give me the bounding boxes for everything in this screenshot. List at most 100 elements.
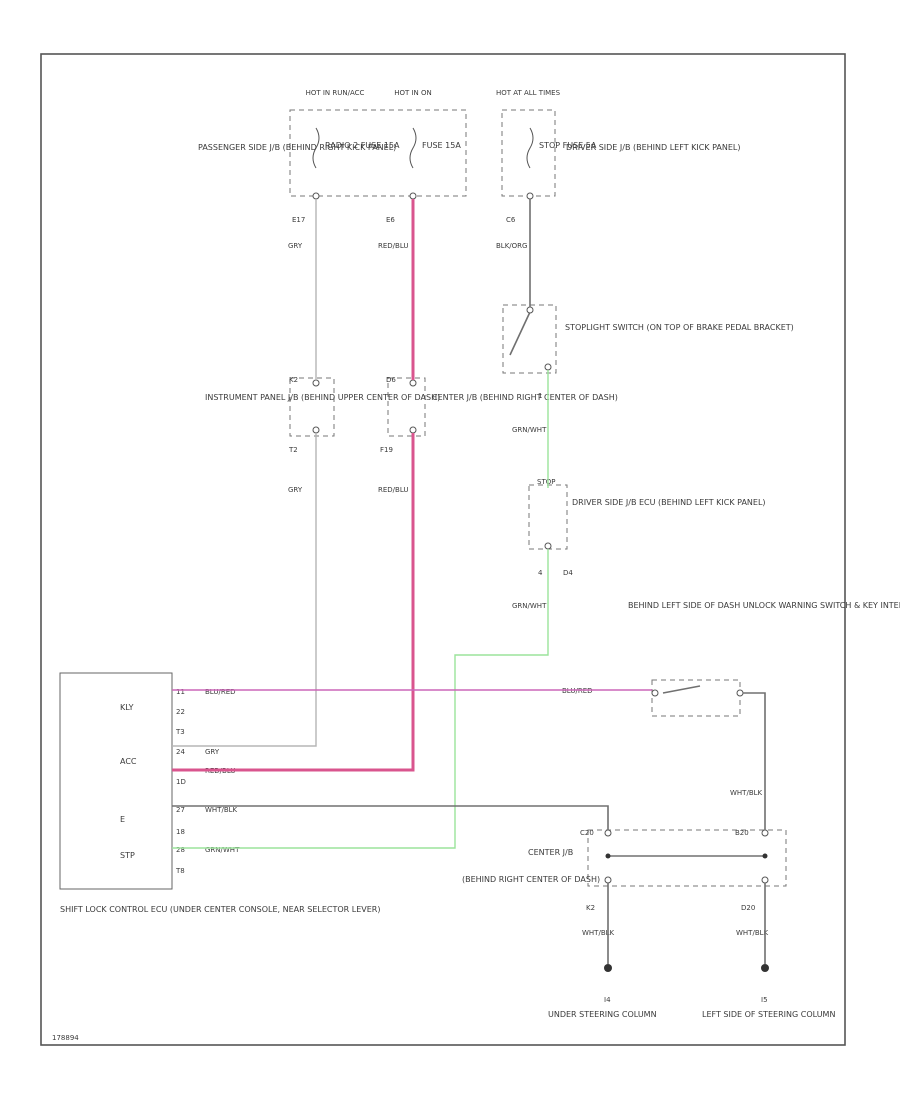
stop-fuse-symbol [526, 127, 534, 169]
pin-k2 [312, 379, 320, 387]
pin-k2-lower [604, 876, 612, 884]
wire-gry [172, 199, 317, 747]
stoplight-switch-box [502, 304, 557, 374]
ecu-term-27: 27 [176, 806, 185, 814]
ecu-pin-acc: ACC [120, 757, 137, 766]
unlock-pin-left [651, 689, 659, 697]
conn-d20: D20 [741, 904, 755, 912]
diagram-frame [40, 53, 846, 1046]
wire-label-whtblk-4: WHT/BLK [736, 929, 769, 937]
wire-label-blured-2: BLU/RED [562, 687, 593, 695]
conn-e6: E6 [386, 216, 395, 224]
bus-node-right [762, 853, 768, 859]
pin-d6 [409, 379, 417, 387]
ecu-pin-kly: KLY [120, 703, 134, 712]
ecu-term-18: 18 [176, 828, 185, 836]
center-jb-lower-loc: (BEHIND RIGHT CENTER OF DASH) [462, 875, 600, 884]
unlock-pin-right [736, 689, 744, 697]
pin-c20 [604, 829, 612, 837]
pin-f19 [409, 426, 417, 434]
ecu-term-11: 11 [176, 688, 185, 696]
unlock-switch-label: BEHIND LEFT SIDE OF DASH UNLOCK WARNING … [628, 601, 900, 610]
wire-label-gry-1: GRY [288, 242, 303, 250]
stoplight-pin-bottom [544, 363, 552, 371]
hot-on-label: HOT IN ON [394, 89, 432, 97]
center-jb-box [387, 377, 426, 437]
wire-label-blured-1: BLU/RED [205, 688, 236, 696]
wire-wht-blk-left [172, 805, 609, 964]
driver-jb-ecu-box [528, 484, 568, 550]
ecu-term-24: 24 [176, 748, 185, 756]
driver-jb-box [501, 109, 556, 197]
fuse-b-symbol [409, 127, 417, 169]
stoplight-pin-top [526, 306, 534, 314]
ecu-label: SHIFT LOCK CONTROL ECU (UNDER CENTER CON… [60, 905, 380, 914]
ecu-term-t3: T3 [175, 728, 185, 736]
ground-i5-symbol [761, 964, 769, 972]
pin-d4 [544, 542, 552, 550]
driver-jb-label: DRIVER SIDE J/B (BEHIND LEFT KICK PANEL) [566, 143, 741, 152]
conn-e17: E17 [292, 216, 305, 224]
wire-label-whtblk-2: WHT/BLK [730, 789, 763, 797]
wire-label-grnwht-2: GRN/WHT [512, 602, 547, 610]
conn-k2: K2 [289, 376, 298, 384]
footer-code: 178894 [52, 1034, 79, 1042]
conn-c20: C20 [580, 829, 594, 837]
ground-i4-label: UNDER STEERING COLUMN [548, 1010, 657, 1019]
ground-i4-symbol [604, 964, 612, 972]
shift-lock-ecu-box [59, 672, 173, 890]
ecu-pin-e: E [120, 815, 125, 824]
ecu-term-t8: T8 [175, 867, 185, 875]
instrument-jb-box [289, 377, 335, 437]
conn-d6: D6 [386, 376, 396, 384]
ecu-pin-stp: STP [120, 851, 135, 860]
wire-label-gry-2: GRY [288, 486, 303, 494]
wire-grn-wht [172, 370, 549, 849]
pin-e6 [409, 192, 417, 200]
wire-label-blkorg: BLK/ORG [496, 242, 527, 250]
hot-always-label: HOT AT ALL TIMES [496, 89, 561, 97]
conn-k2-lower: K2 [586, 904, 595, 912]
ecu-term-22: 22 [176, 708, 185, 716]
conn-b20: B20 [735, 829, 749, 837]
wire-red-blu [172, 199, 415, 772]
unlock-switch-box [651, 679, 741, 717]
stoplight-label: STOPLIGHT SWITCH (ON TOP OF BRAKE PEDAL … [565, 323, 794, 332]
conn-t2: T2 [288, 446, 298, 454]
pin-c6 [526, 192, 534, 200]
fuse-b-label: FUSE 15A [422, 141, 461, 150]
wire-label-gry-3: GRY [205, 748, 220, 756]
ecu-term-28: 28 [176, 846, 185, 854]
stop-fuse-label: STOP FUSE 5A [539, 141, 597, 150]
wire-label-redblu-1: RED/BLU [378, 242, 409, 250]
passenger-jb-label: PASSENGER SIDE J/B (BEHIND RIGHT KICK PA… [198, 143, 396, 152]
pin-e17 [312, 192, 320, 200]
driver-jb-stop-label: STOP [537, 478, 555, 486]
wire-label-redblu-2: RED/BLU [378, 486, 409, 494]
instrument-jb-label: INSTRUMENT PANEL J/B (BEHIND UPPER CENTE… [205, 393, 440, 402]
passenger-jb-box [289, 109, 467, 197]
center-jb-label: CENTER J/B (BEHIND RIGHT CENTER OF DASH) [432, 393, 618, 402]
center-jb-lower-box [587, 829, 787, 887]
stoplight-switch-contact [509, 311, 531, 356]
wire-wht-blk-right [743, 692, 766, 964]
pin-t2 [312, 426, 320, 434]
conn-d4: D4 [563, 569, 573, 577]
radio-fuse-symbol [312, 127, 320, 169]
ground-i5-label: LEFT SIDE OF STEERING COLUMN [702, 1010, 835, 1019]
conn-c6: C6 [506, 216, 516, 224]
wire-label-whtblk-3: WHT/BLK [582, 929, 615, 937]
conn-4: 4 [538, 569, 543, 577]
conn-1: 1 [538, 392, 542, 400]
ecu-term-1d: 1D [176, 778, 186, 786]
ground-i5-id: I5 [761, 996, 768, 1004]
driver-jb-ecu-label: DRIVER SIDE J/B ECU (BEHIND LEFT KICK PA… [572, 498, 766, 507]
pin-d20 [761, 876, 769, 884]
pin-b20 [761, 829, 769, 837]
hot-run-label: HOT IN RUN/ACC [306, 89, 365, 97]
wire-label-whtblk-1: WHT/BLK [205, 806, 238, 814]
bus-node-left [605, 853, 611, 859]
conn-f19: F19 [380, 446, 393, 454]
